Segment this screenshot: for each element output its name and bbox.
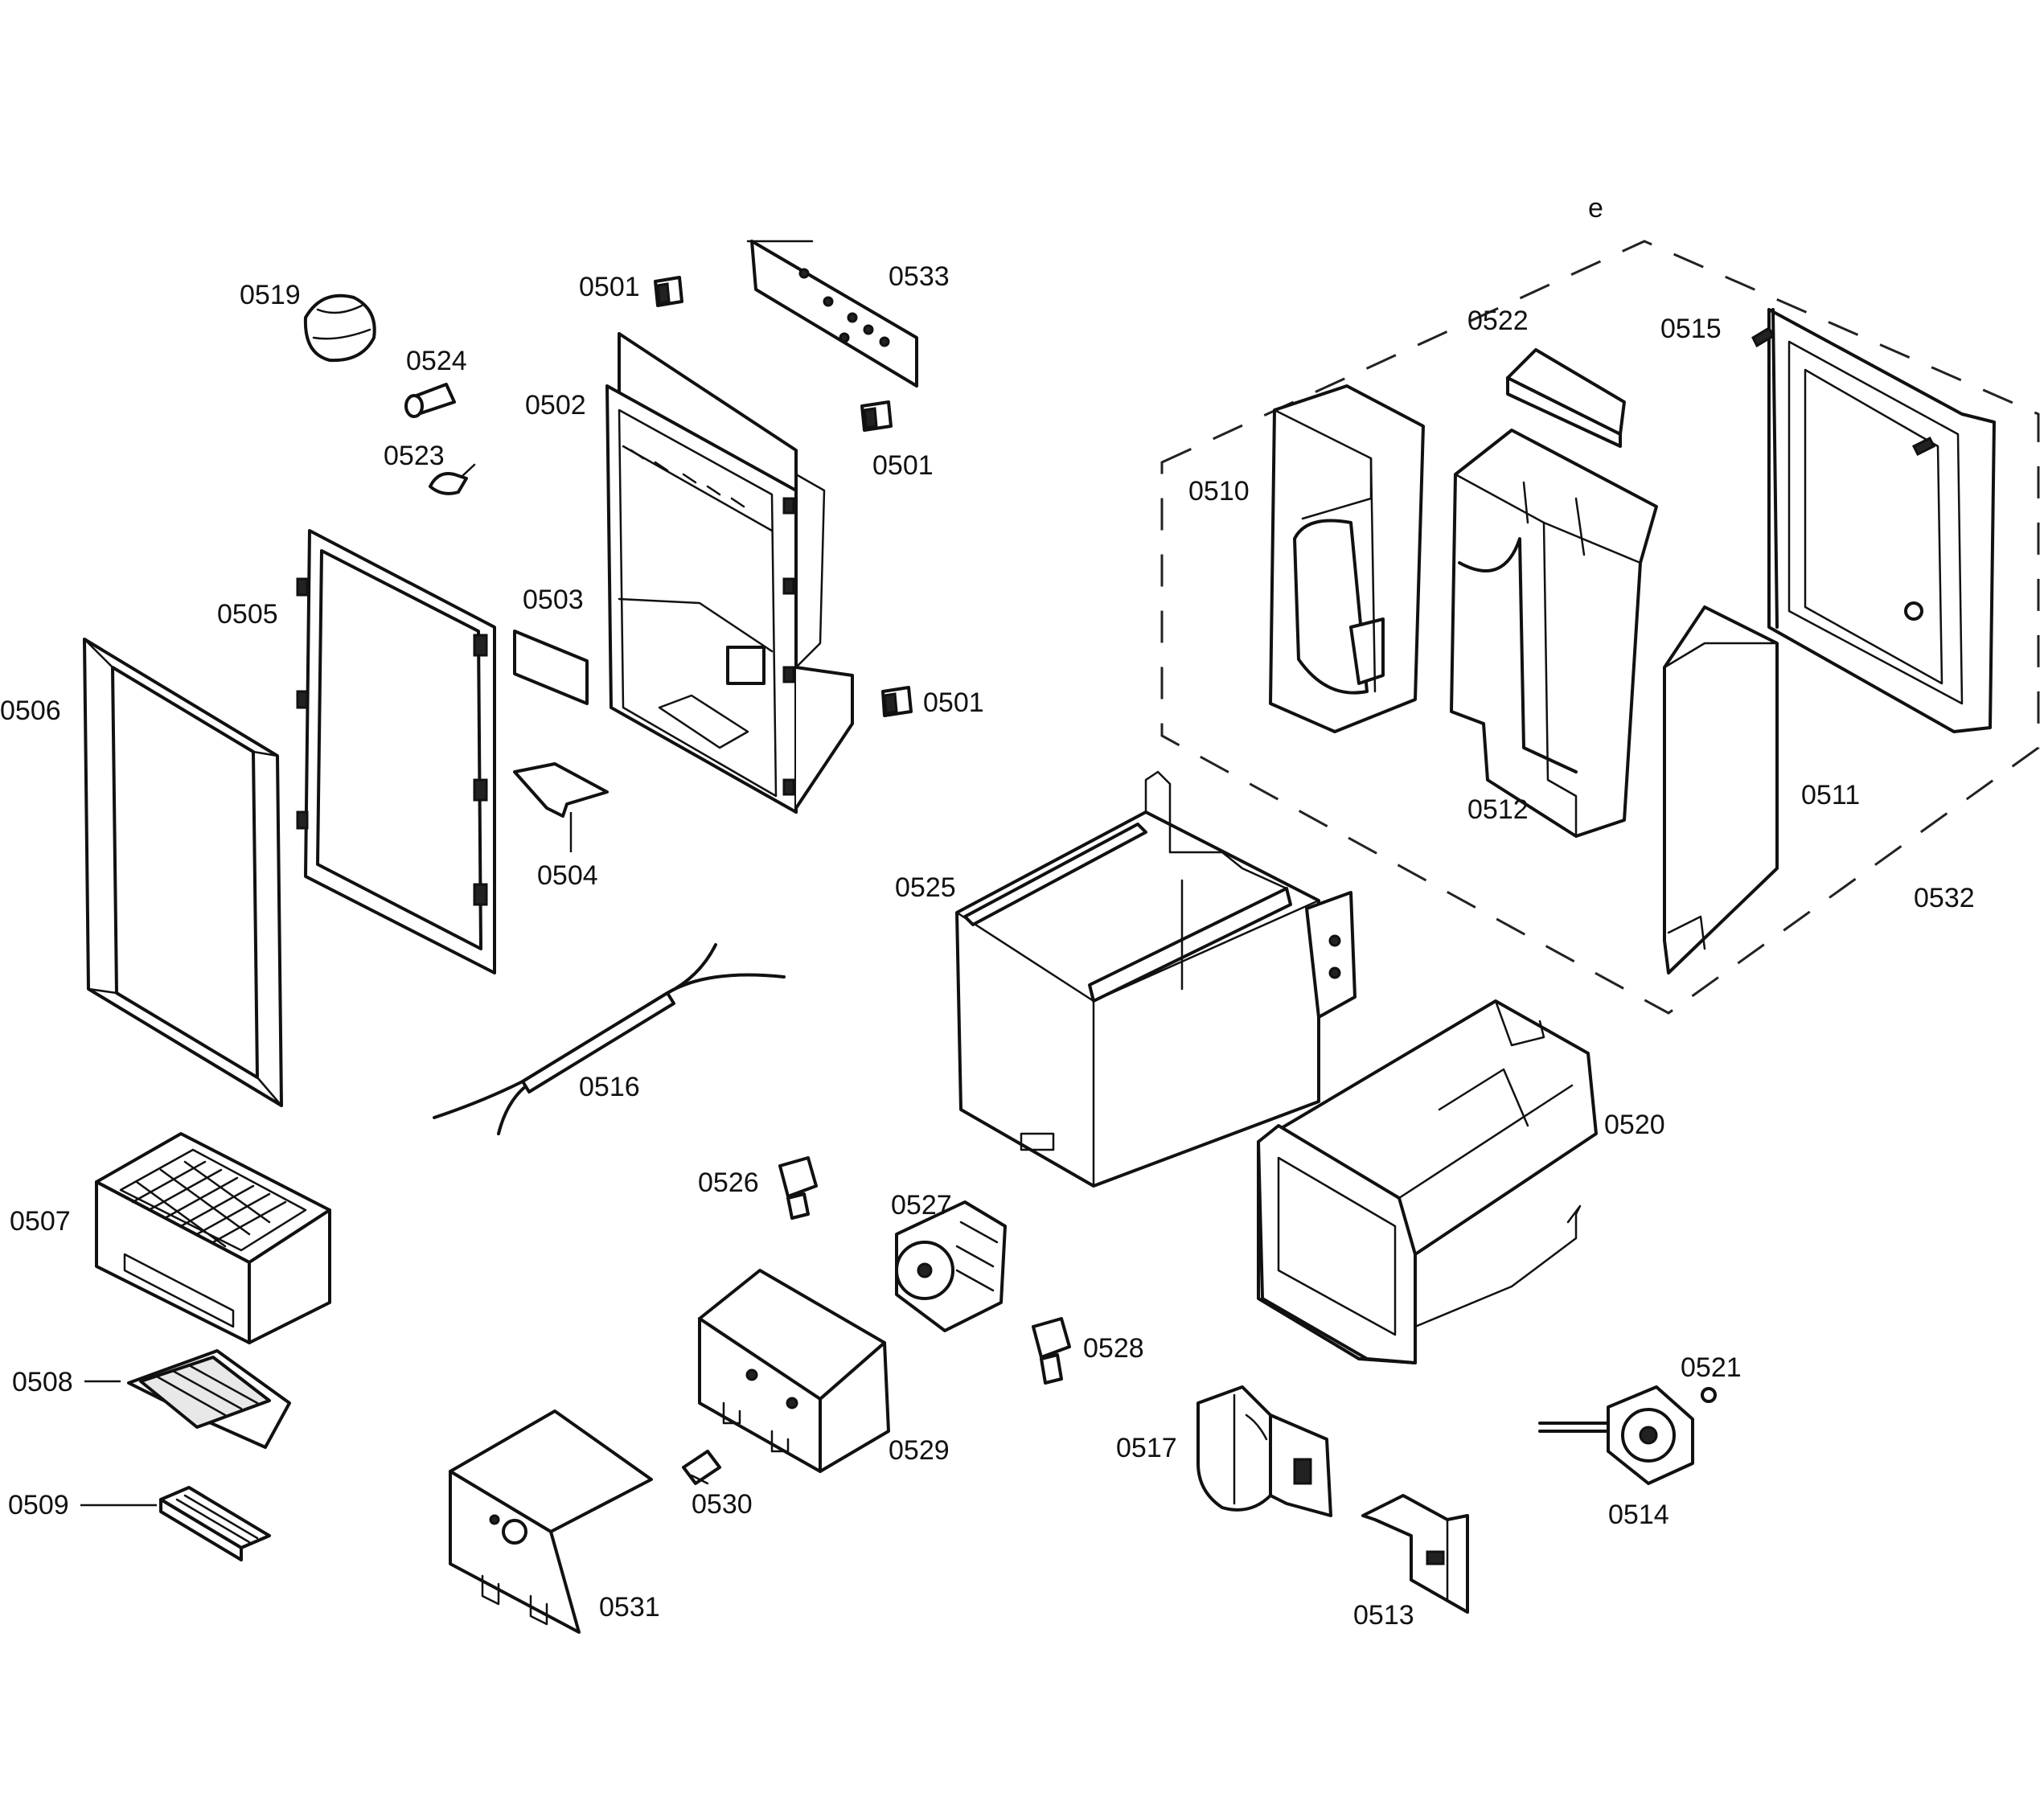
part-0504-plate — [513, 762, 609, 818]
part-0519-knob — [303, 293, 376, 363]
part-0524-plug — [404, 383, 456, 418]
part-0501-clip-c — [881, 686, 913, 717]
part-0530-clip — [682, 1450, 721, 1485]
part-0509-grille — [159, 1486, 271, 1561]
part-0527-motor — [895, 1200, 1007, 1332]
part-0512-ice-maker-mold — [1450, 429, 1658, 838]
label-0508: 0508 — [12, 1367, 73, 1397]
label-0502: 0502 — [525, 390, 586, 421]
label-0516: 0516 — [579, 1072, 640, 1102]
part-0529-control-box — [698, 1269, 890, 1473]
part-0501-clip-a — [654, 276, 683, 307]
label-0524: 0524 — [406, 346, 467, 376]
part-0533-board — [746, 240, 918, 388]
label-0511: 0511 — [1801, 780, 1860, 810]
part-0513-bracket — [1361, 1494, 1469, 1614]
label-0513: 0513 — [1353, 1600, 1414, 1631]
part-0525-cage — [955, 770, 1357, 1188]
part-0515-door-frame — [1751, 308, 1996, 733]
part-0505-inner-frame — [296, 529, 496, 974]
part-0503-plate — [513, 630, 589, 705]
part-0514-fan — [1538, 1385, 1694, 1485]
label-0531: 0531 — [599, 1592, 660, 1623]
label-0509: 0509 — [8, 1490, 69, 1520]
label-0504: 0504 — [537, 860, 598, 891]
part-0517-auger-motor — [1196, 1385, 1332, 1517]
part-0506-outer-frame — [83, 638, 283, 1107]
label-0528: 0528 — [1083, 1333, 1144, 1364]
label-0503: 0503 — [523, 585, 584, 615]
label-0510: 0510 — [1188, 476, 1250, 507]
part-0526-switch — [778, 1156, 818, 1220]
label-0522: 0522 — [1467, 306, 1529, 336]
part-0501-clip-b — [860, 400, 893, 432]
label-0501-a: 0501 — [579, 272, 640, 302]
part-0521-screw — [1701, 1387, 1717, 1403]
label-0507: 0507 — [10, 1206, 71, 1237]
label-0501-b: 0501 — [872, 450, 934, 481]
label-0520: 0520 — [1604, 1110, 1665, 1140]
part-0508-tray — [127, 1349, 291, 1449]
part-0510-evaporator-panel — [1269, 384, 1425, 733]
part-0522-top-piece — [1506, 348, 1626, 448]
part-0511-side-panel — [1663, 605, 1779, 974]
label-0533: 0533 — [889, 261, 950, 292]
corner-mark: e — [1588, 193, 1603, 224]
part-0531-cover — [449, 1409, 653, 1634]
label-0505: 0505 — [217, 599, 278, 630]
label-0523: 0523 — [384, 441, 445, 471]
label-0530: 0530 — [692, 1489, 753, 1520]
label-0519: 0519 — [240, 280, 301, 310]
part-0507-dispenser-cover — [95, 1132, 331, 1344]
part-0520-ice-bucket — [1257, 999, 1598, 1364]
label-0501-c: 0501 — [923, 687, 984, 718]
label-0517: 0517 — [1116, 1433, 1177, 1463]
label-0521: 0521 — [1681, 1352, 1742, 1383]
label-0529: 0529 — [889, 1435, 950, 1466]
label-0515: 0515 — [1660, 314, 1722, 344]
part-0528-switch — [1032, 1317, 1071, 1385]
part-0516-heater-wire — [433, 943, 786, 1135]
assembly-outline-0532: e — [1160, 193, 2040, 1015]
label-0526: 0526 — [698, 1167, 759, 1198]
label-0512: 0512 — [1467, 794, 1529, 825]
part-0523-bulb — [429, 463, 476, 495]
label-0525: 0525 — [895, 872, 956, 903]
label-0527: 0527 — [891, 1190, 952, 1221]
part-0502-housing — [605, 332, 854, 814]
label-0532: 0532 — [1914, 883, 1975, 913]
label-0506: 0506 — [0, 695, 61, 726]
label-0514: 0514 — [1608, 1500, 1669, 1530]
